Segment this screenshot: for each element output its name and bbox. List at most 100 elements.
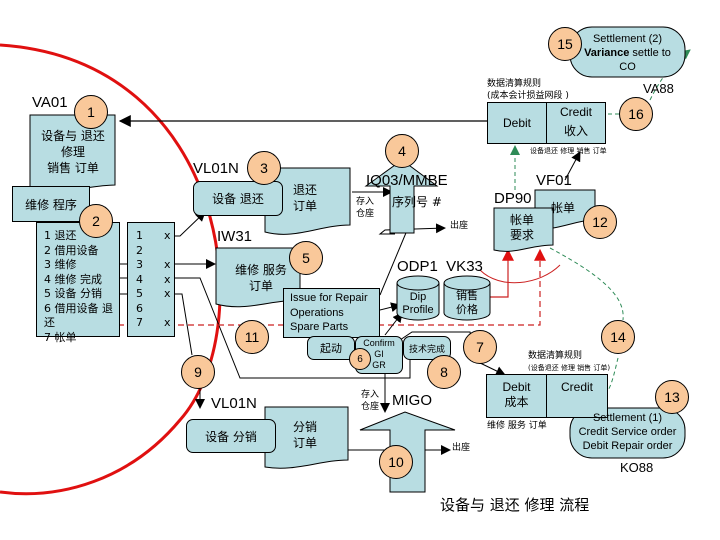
- settlement2-settle-to: settle to: [629, 47, 671, 59]
- tcode-dp90: DP90: [494, 190, 532, 207]
- status-num: 5: [136, 287, 143, 300]
- return-delivery-box[interactable]: 设备 退还: [193, 181, 283, 216]
- status-row-2: 2: [136, 244, 174, 259]
- connector-14-to-credit-dashed: [606, 357, 619, 393]
- return-order-line1: 退还: [292, 183, 317, 197]
- settlement-rule-top-debit: Debit: [487, 102, 547, 144]
- status-mark: x: [164, 229, 171, 242]
- dist-order-label: 分销 订单: [285, 419, 325, 451]
- settlement-rule-top-credit: Credit 收入: [546, 102, 606, 144]
- step-circle-14: 14: [601, 320, 635, 354]
- settlement-rule-bottom-line2: (设备退还 修理 销售 订单): [528, 364, 611, 372]
- step-circle-16: 16: [619, 97, 653, 131]
- connector-price-to-billing: [490, 248, 514, 298]
- dist-order-line1: 分销: [292, 420, 317, 434]
- stock-out-label-2: 出座: [452, 443, 471, 453]
- step-circle-15: 15: [548, 27, 582, 61]
- issue-line1: Issue for Repair: [290, 292, 368, 304]
- status-num: 7: [136, 316, 143, 329]
- tcode-va88: VA88: [643, 81, 674, 96]
- dist-delivery-box[interactable]: 设备 分销: [186, 419, 276, 453]
- status-num: 6: [136, 301, 143, 315]
- status-mark: x: [164, 258, 171, 271]
- serial-number-label: 序列号 #: [392, 195, 442, 209]
- settlement-rule-bottom-line1: 数据清算规则: [528, 351, 583, 361]
- return-order-doc-shape: [264, 167, 351, 235]
- sales-order-line1: 设备与 退还: [41, 129, 105, 143]
- billing-request-label: 帐单 要求: [494, 213, 550, 243]
- dist-order-doc-shape: [264, 406, 349, 469]
- settlement-rule-top-caption: 数据清算规则 (成本会计损益网段 ): [487, 78, 569, 102]
- connector-iq03-out: [378, 223, 446, 235]
- settlement2-label: Settlement (2) Variance settle to CO: [570, 32, 685, 74]
- procedure-item-4[interactable]: 4 维修 完成: [44, 272, 102, 286]
- procedure-item-6[interactable]: 6 借用设备 退还: [44, 301, 113, 330]
- connector-vf01-to-top: [564, 151, 581, 181]
- procedure-item-5[interactable]: 5 设备 分销: [44, 287, 102, 300]
- connector-iq03-to-issue: [379, 227, 409, 296]
- sales-order-line3: 销售 订单: [47, 161, 99, 175]
- tcode-iw31: IW31: [217, 228, 253, 245]
- procedure-item-3[interactable]: 3 维修: [44, 258, 77, 271]
- start-button[interactable]: 起动: [307, 336, 355, 360]
- status-mark: x: [164, 272, 171, 286]
- step-circle-2: 2: [79, 204, 113, 238]
- step-circle-6: 6: [349, 348, 371, 370]
- dip-profile-cylinder: [396, 275, 440, 321]
- stock-in-1-line1: 存入: [356, 197, 375, 207]
- step-circle-11: 11: [235, 320, 269, 354]
- return-order-line2: 订单: [292, 199, 317, 213]
- status-num: 4: [136, 272, 143, 286]
- settlement2-line1: Settlement (2): [592, 33, 663, 45]
- dip-profile-label: Dip Profile: [397, 291, 439, 317]
- settlement1-line3: Debit Repair order: [582, 440, 673, 452]
- issue-line2: Operations: [290, 306, 344, 319]
- billing-request-line2: 要求: [509, 228, 534, 242]
- step-circle-3: 3: [247, 151, 281, 185]
- credit-label: Credit: [560, 380, 593, 394]
- service-order-label: 维修 服务 订单: [228, 262, 294, 294]
- status-num: 1: [136, 229, 143, 242]
- confirm-line1: Confirm: [363, 338, 395, 348]
- dp90-billing-request-doc-shape: [493, 207, 554, 252]
- service-order-line1: 维修 服务: [235, 263, 287, 277]
- stock-in-1-line2: 仓座: [356, 209, 375, 219]
- step-circle-4: 4: [385, 134, 419, 168]
- stock-in-label-1: 存入 仓座: [356, 196, 374, 220]
- debit-label: Debit: [502, 380, 531, 394]
- settlement1-line2: Credit Service order: [578, 426, 677, 438]
- status-mark: x: [164, 316, 171, 329]
- settlement-rule-top-note: 设备退还 修理 销售 订单: [530, 147, 607, 155]
- settlement1-pill: [569, 407, 686, 459]
- procedure-item-7[interactable]: 7 帐单: [44, 330, 77, 344]
- service-order-line2: 订单: [248, 279, 273, 293]
- confirm-line3: GR: [372, 360, 386, 370]
- step-circle-8: 8: [427, 355, 461, 389]
- diagram-title: 设备与 退还 修理 流程: [440, 496, 590, 514]
- issue-for-repair-box[interactable]: Issue for Repair Operations Spare Parts: [283, 288, 380, 338]
- settlement-rule-bottom-debit: Debit 成本: [486, 374, 547, 418]
- settlement1-label: Settlement (1) Credit Service order Debi…: [570, 411, 685, 453]
- procedure-item-1[interactable]: 1 退还: [44, 229, 77, 242]
- billing-red-arc: [479, 264, 561, 284]
- tech-complete-label: 技术完成: [408, 344, 445, 355]
- tcode-vl01n-dist: VL01N: [211, 395, 257, 412]
- sales-order-line2: 修理: [60, 145, 85, 159]
- status-num: 2: [136, 243, 143, 257]
- credit-label: Credit: [559, 105, 592, 119]
- settlement2-line2: Variance settle to: [570, 46, 685, 60]
- repair-procedure-title: 维修 程序: [25, 197, 77, 212]
- issue-line3: Spare Parts: [290, 321, 349, 333]
- dist-order-line2: 订单: [292, 436, 317, 450]
- start-label: 起动: [320, 342, 342, 355]
- debit-sub-label: 成本: [504, 395, 529, 409]
- tcode-va01: VA01: [32, 94, 68, 111]
- tcode-migo: MIGO: [392, 392, 432, 409]
- procedure-item-2[interactable]: 2 借用设备: [44, 243, 99, 257]
- debit-label: Debit: [502, 116, 531, 130]
- tcode-ko88: KO88: [620, 460, 654, 475]
